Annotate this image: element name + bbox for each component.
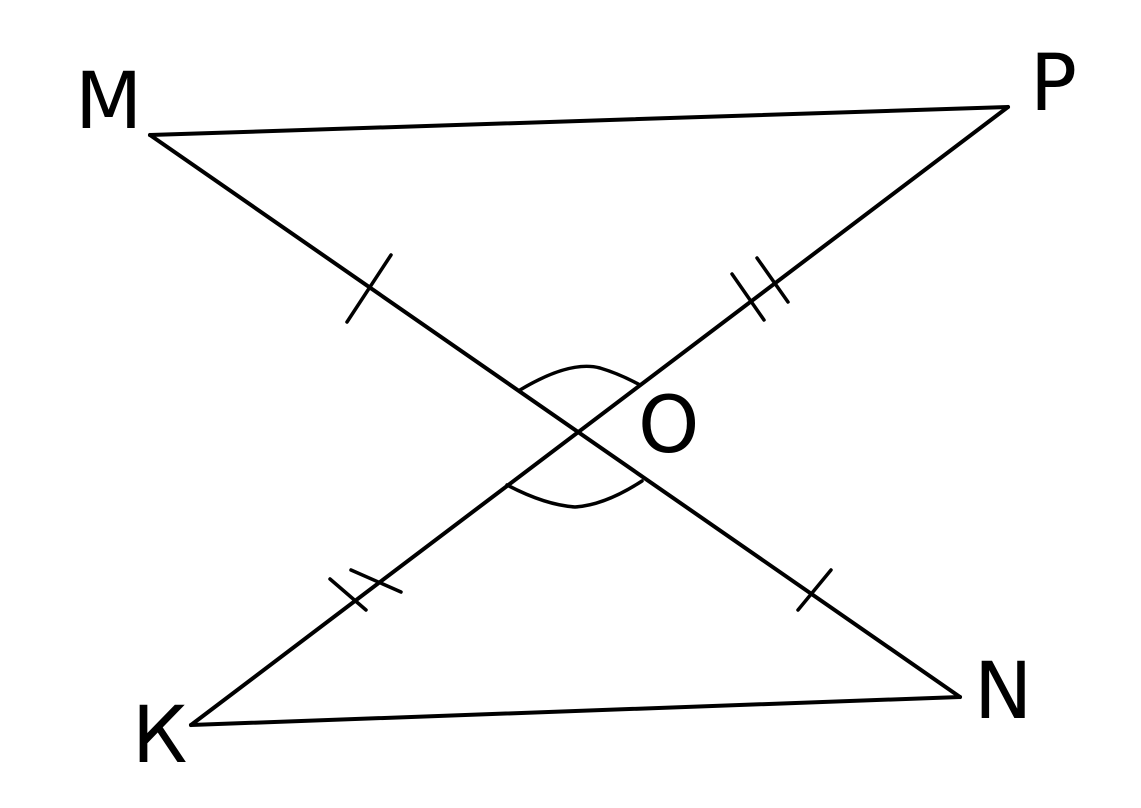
label-n: N bbox=[974, 647, 1032, 737]
segment-mn bbox=[148, 133, 962, 699]
tick-ko-1 bbox=[328, 577, 368, 612]
tick-op-1 bbox=[730, 272, 766, 322]
segment-kp bbox=[189, 105, 1010, 727]
label-m: M bbox=[75, 57, 142, 147]
tick-on bbox=[796, 568, 833, 612]
label-o: O bbox=[638, 381, 699, 471]
angle-arc-kon bbox=[505, 479, 644, 509]
tick-mo bbox=[345, 253, 393, 324]
segment-mp bbox=[148, 105, 1010, 137]
segment-kn bbox=[189, 695, 962, 727]
tick-ko-2 bbox=[349, 568, 403, 594]
label-k: К bbox=[132, 691, 187, 781]
angle-arc-mop bbox=[518, 364, 642, 392]
label-p: P bbox=[1030, 39, 1077, 129]
tick-op-2 bbox=[755, 256, 790, 304]
